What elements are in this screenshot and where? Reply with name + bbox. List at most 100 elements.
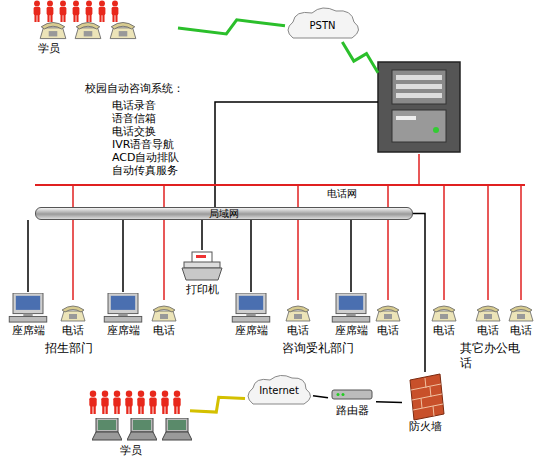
desk-phone-node: 电话: [372, 300, 404, 338]
group-label: 招生部门: [45, 341, 105, 356]
node-label: 校园自动咨询系统：: [85, 82, 215, 96]
network-wire: [313, 396, 328, 398]
fax-phone: [40, 23, 66, 39]
node-label: 电话: [472, 324, 504, 338]
network-wire: [350, 220, 352, 292]
seat-computer: [104, 293, 142, 322]
network-wire: [27, 220, 29, 292]
server-drive: [396, 93, 442, 98]
node-label: 打印机: [178, 283, 226, 297]
student-figure: [125, 390, 132, 414]
server-drive: [396, 84, 442, 89]
network-wire: [487, 184, 489, 300]
desk-phone-node: 电话: [148, 300, 180, 338]
node-label: 座席端: [5, 324, 51, 338]
student-figure: [173, 390, 180, 414]
student-figure: [113, 390, 120, 414]
node-label: 座席端: [100, 324, 146, 338]
student-group: 学员: [28, 2, 178, 57]
node-label: 路由器: [328, 404, 376, 418]
node-label: 局域网: [36, 208, 412, 219]
network-wire: [387, 184, 389, 300]
node-label: 电话网: [327, 187, 367, 200]
student-figure: [161, 390, 168, 414]
server-panel: [392, 70, 446, 104]
server-slot: [396, 116, 416, 120]
desk-phone-node: 电话: [472, 300, 504, 338]
student-figure: [137, 390, 144, 414]
network-wire: [163, 184, 165, 300]
desk-phone: [286, 306, 310, 321]
student-figure: [99, 0, 106, 22]
student-figure: [34, 0, 41, 22]
network-wire: [418, 154, 420, 184]
seat-terminal: 座席端: [100, 292, 146, 338]
fax-phone: [75, 23, 101, 39]
desk-phone: [509, 306, 533, 321]
student-figure: [89, 390, 96, 414]
network-wire: [250, 220, 252, 292]
desk-phone-node: 电话: [57, 300, 89, 338]
wireless-link: [178, 20, 285, 34]
printer-top: [184, 262, 220, 268]
firewall-bricks: [411, 378, 443, 416]
desk-phone-node: 电话: [505, 300, 537, 338]
wireless-link: [342, 42, 378, 73]
network-wire: [520, 184, 522, 300]
printer-body: [182, 268, 222, 280]
router-light: [337, 393, 340, 396]
seat-computer: [232, 293, 270, 322]
desk-phone: [61, 306, 85, 321]
desk-phone-node: 电话: [428, 300, 460, 338]
router-light: [342, 393, 345, 396]
desk-phone: [152, 306, 176, 321]
node-label: PSTN: [285, 19, 360, 32]
fax-phone: [110, 23, 136, 39]
desk-phone-node: 电话: [282, 300, 314, 338]
student-figure: [149, 390, 156, 414]
network-wire: [297, 184, 299, 300]
node-label: Internet: [245, 384, 313, 397]
network-wire: [443, 184, 445, 300]
network-wire: [122, 220, 124, 292]
node-label: 学员: [120, 444, 150, 458]
network-wire: [201, 220, 203, 250]
seat-terminal: 座席端: [228, 292, 274, 338]
seat-terminal: 座席端: [5, 292, 51, 338]
node-label: 电话: [428, 324, 460, 338]
server-case: [378, 62, 460, 152]
printer-print: [196, 255, 206, 258]
student-figure: [101, 390, 108, 414]
node-label: 电话: [148, 324, 180, 338]
server-node: 校园自动咨询系统：电话录音 语音信箱 电话交换 IVR语音导航 ACD自动排队 …: [378, 62, 460, 154]
server-panel: [392, 110, 446, 142]
server-drive: [396, 75, 442, 80]
network-wire: [413, 214, 425, 373]
desk-phone: [376, 306, 400, 321]
seat-computer: [9, 293, 47, 322]
node-label: 座席端: [328, 324, 374, 338]
network-wire: [215, 102, 378, 207]
node-label: 防火墙: [402, 420, 448, 434]
student-laptop: [127, 418, 157, 440]
firewall-wall: [410, 374, 444, 420]
desk-phone: [476, 306, 500, 321]
node-label: 座席端: [228, 324, 274, 338]
student-figure: [60, 0, 67, 22]
router-node: 路由器: [328, 386, 376, 416]
lan-bus: 局域网: [35, 207, 413, 220]
student-figure: [47, 0, 54, 22]
node-label: 电话: [372, 324, 404, 338]
network-wire: [376, 401, 402, 403]
node-label: 电话: [505, 324, 537, 338]
student-laptop: [162, 418, 192, 440]
server-light: [433, 127, 439, 133]
student-figure: [73, 0, 80, 22]
node-label: 电话: [57, 324, 89, 338]
desk-phone: [432, 306, 456, 321]
node-label: 学员: [38, 42, 68, 56]
phone-network-bus: 电话网: [35, 184, 525, 198]
group-label: 咨询受礼部门: [282, 341, 362, 356]
student-figure: [86, 0, 93, 22]
pstn-cloud-node: PSTN: [285, 8, 360, 42]
